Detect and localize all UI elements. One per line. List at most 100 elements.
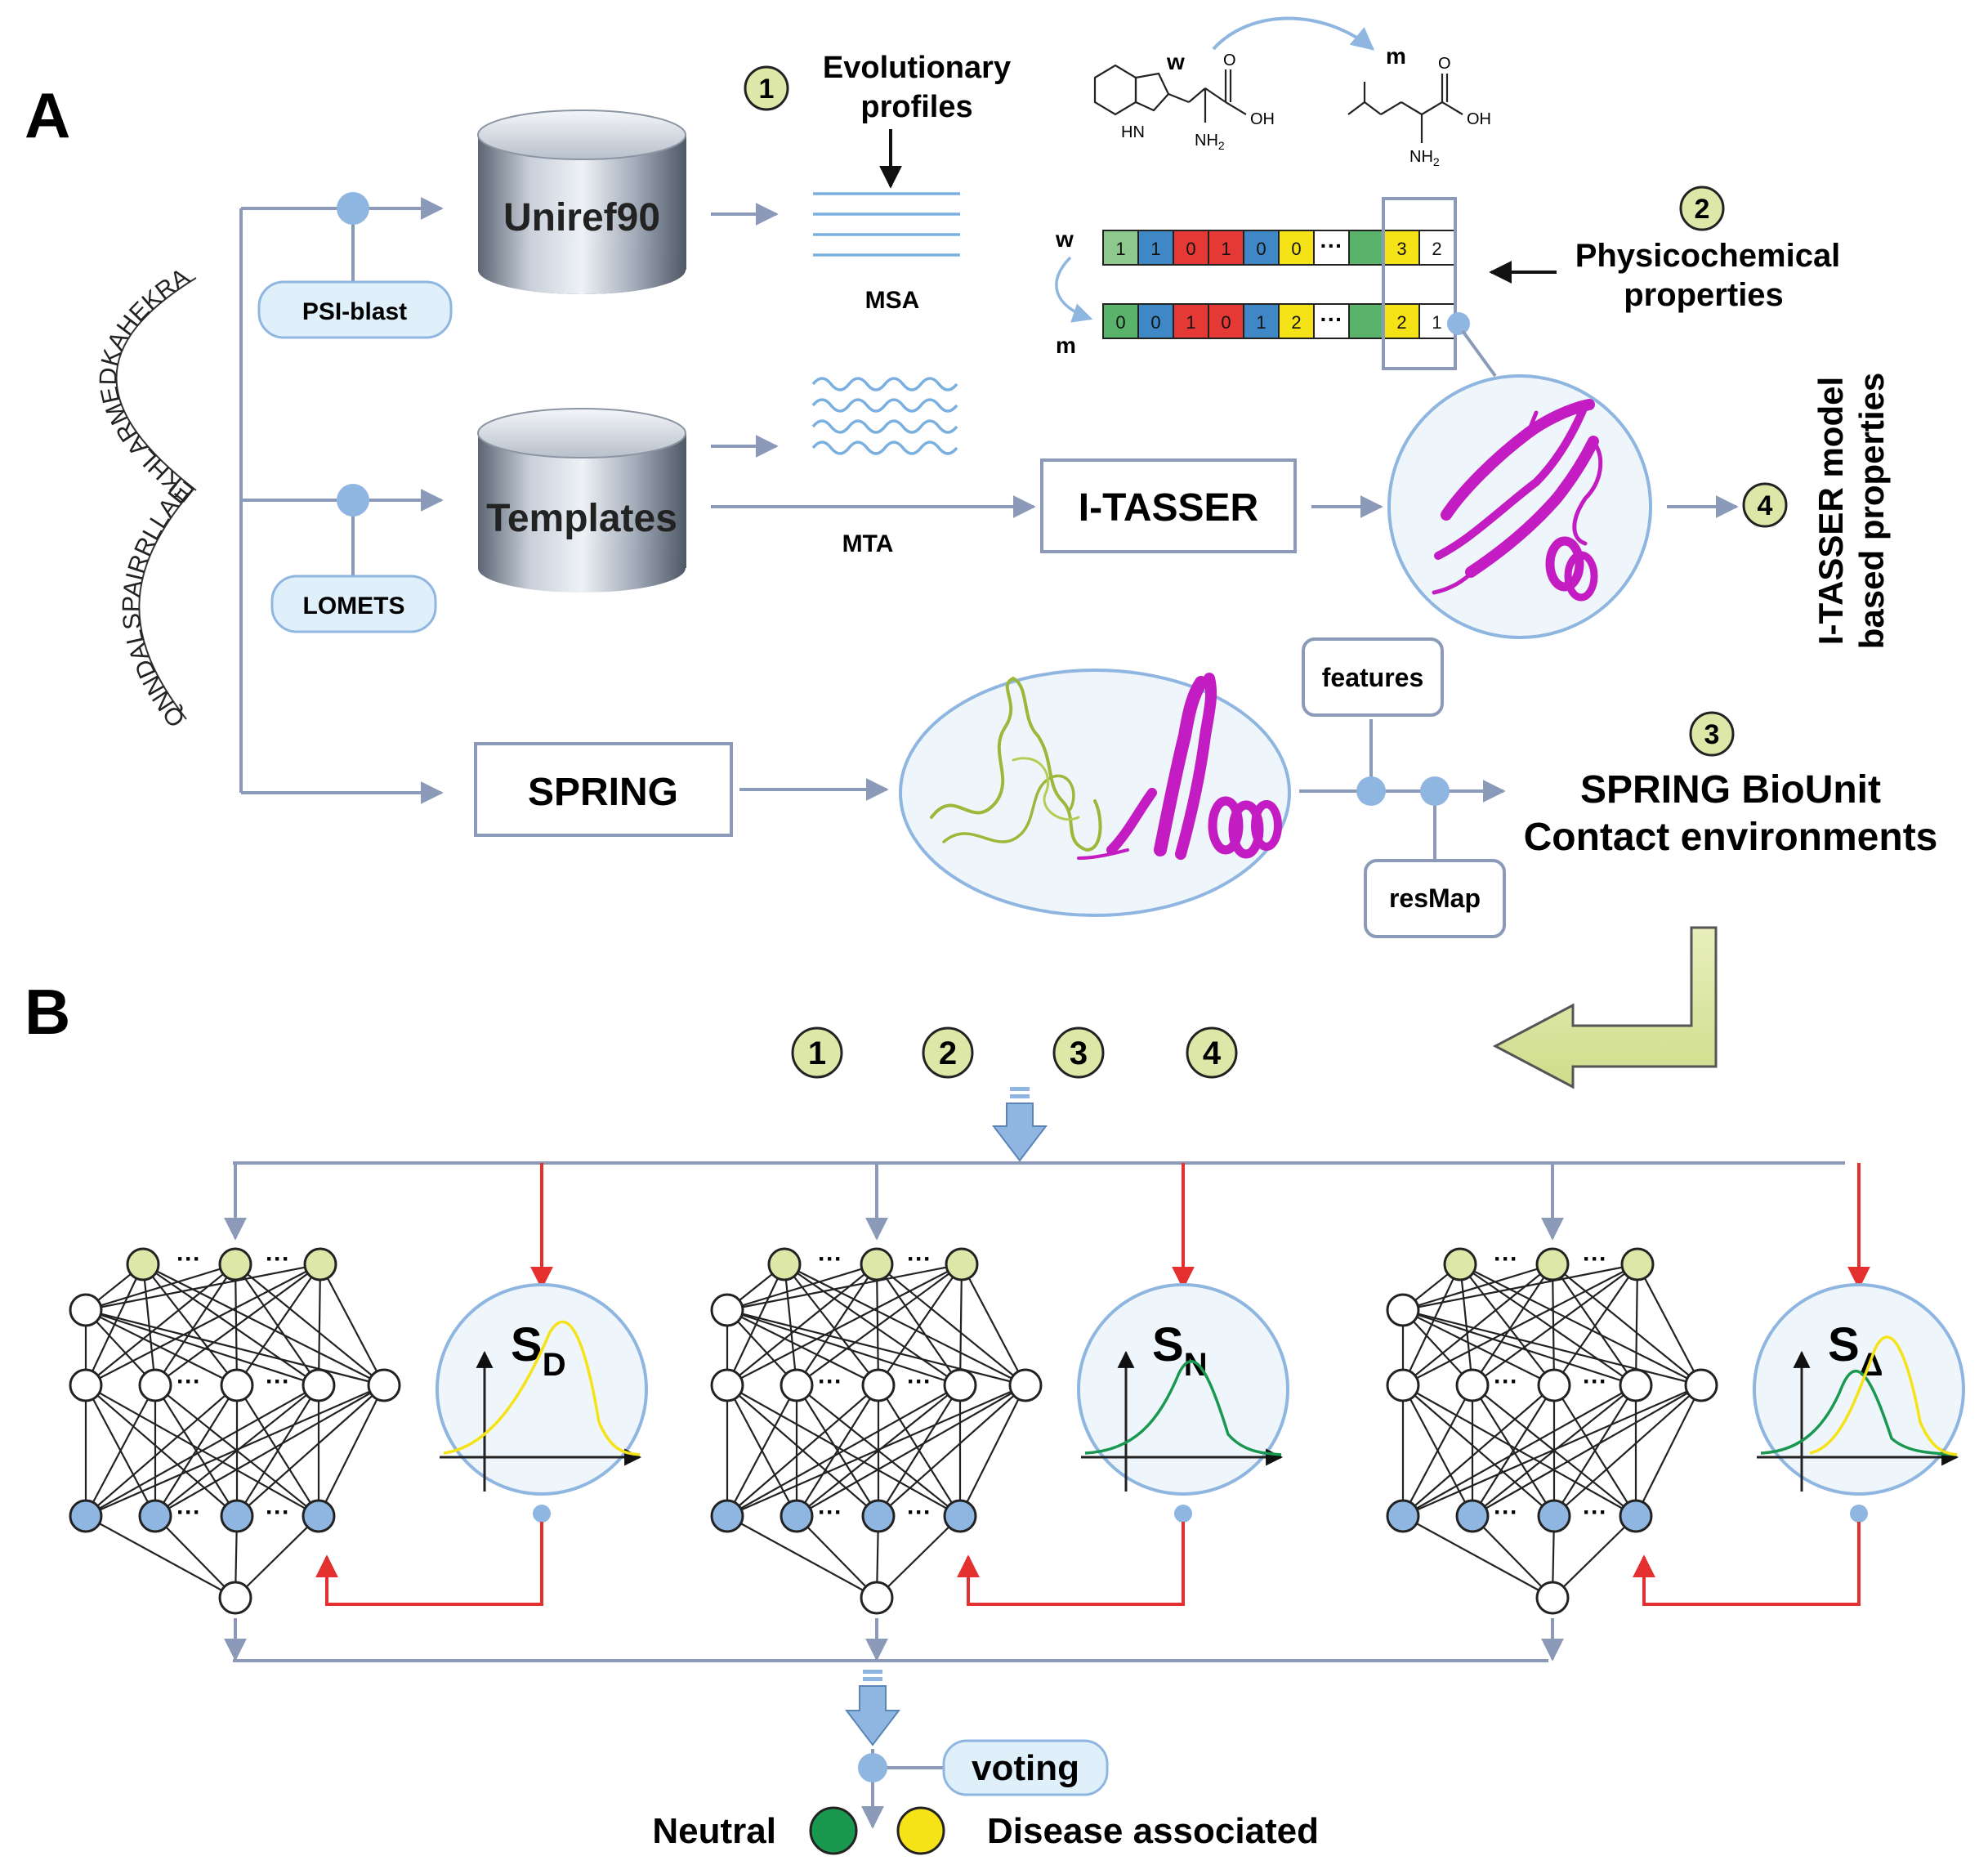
neuron-ellipsis: ··· [176, 1246, 201, 1272]
sequence-line-2: EKHLARMEDKAHEKRAS [0, 0, 199, 507]
vector-cell [1243, 303, 1280, 339]
features-label: features [1322, 663, 1424, 692]
hidden-neuron [1455, 1368, 1490, 1402]
neuron-ellipsis: ··· [907, 1246, 931, 1272]
step-3-number: 3 [1704, 719, 1720, 750]
lomets-label: LOMETS [303, 593, 405, 619]
step-1-number: 1 [759, 74, 775, 105]
templates-label: Templates [486, 497, 677, 540]
resmap-label: resMap [1389, 883, 1481, 913]
vector-cell [1102, 230, 1139, 266]
neuron-ellipsis: ··· [818, 1246, 842, 1272]
voting-label: voting [972, 1748, 1079, 1788]
neuron-ellipsis: ··· [1583, 1499, 1607, 1526]
vector-cell [1418, 230, 1455, 266]
voting-node [858, 1753, 887, 1782]
neutral-label: Neutral [652, 1811, 776, 1851]
protein-complex-icon [930, 673, 1282, 860]
templates-database-icon [477, 408, 686, 593]
features-node [1356, 776, 1386, 806]
step-1-badge [744, 65, 789, 111]
neutral-curve [1084, 1360, 1282, 1456]
vector-cell [1278, 230, 1315, 266]
vector-cell-value: 1 [1221, 239, 1231, 259]
input-neuron [126, 1247, 160, 1281]
hidden-neuron [1535, 1581, 1570, 1615]
output-neuron [1386, 1499, 1420, 1533]
vector-cell [1278, 303, 1315, 339]
panel-b-label: B [25, 976, 70, 1048]
lomets-node [337, 484, 369, 517]
neuron-ellipsis: ··· [266, 1368, 290, 1395]
score-bubble [436, 1283, 648, 1496]
step-2-badge [1679, 186, 1725, 231]
msa-label: MSA [865, 287, 920, 314]
hidden-neuron [302, 1368, 336, 1402]
m-molecule-label: m [1386, 43, 1406, 69]
hidden-neuron [710, 1368, 744, 1402]
big-return-arrow [1492, 926, 1718, 1089]
neuron-ellipsis: ··· [176, 1368, 201, 1395]
step-4-line2: based properties [1852, 373, 1891, 649]
voting-box [942, 1739, 1109, 1796]
panel-b-step-number: 3 [1070, 1035, 1088, 1071]
vector-ellipsis: ··· [1320, 306, 1343, 332]
hidden-neuron [367, 1368, 401, 1402]
flow-tree [239, 197, 444, 804]
mta-wavy-lines [811, 377, 958, 455]
score-label: SN [1152, 1318, 1208, 1383]
hidden-neuron [220, 1368, 254, 1402]
trp-oh: OH [1250, 110, 1275, 128]
neuron-ellipsis: ··· [1494, 1368, 1518, 1395]
m-vector-label: m [1056, 333, 1076, 358]
neutral-curve [1760, 1370, 1958, 1456]
vector-cell [1137, 230, 1174, 266]
step-3-badge [1689, 711, 1735, 757]
hidden-neuron [1537, 1368, 1571, 1402]
hidden-neuron [710, 1293, 744, 1327]
vector-cell-value: 2 [1396, 312, 1406, 333]
output-neuron [1537, 1499, 1571, 1533]
hidden-neuron [1386, 1293, 1420, 1327]
vector-cell [1313, 303, 1350, 339]
vector-cell-value: 3 [1396, 239, 1406, 259]
step-4-badge [1742, 482, 1788, 528]
neuron-ellipsis: ··· [1583, 1246, 1607, 1272]
spring-label: SPRING [528, 771, 678, 814]
step-2-number: 2 [1695, 194, 1710, 225]
leu-oh: OH [1467, 110, 1491, 128]
vector-cell-value: 1 [1115, 239, 1125, 259]
vector-cell-value: 1 [1256, 312, 1266, 333]
neuron-ellipsis: ··· [1494, 1246, 1518, 1272]
output-neuron [780, 1499, 814, 1533]
panel-b-step-4 [1186, 1026, 1238, 1079]
vector-cell [1313, 230, 1350, 266]
w-vector-label: w [1055, 226, 1074, 252]
hidden-neuron [943, 1368, 977, 1402]
hidden-neuron [780, 1368, 814, 1402]
vector-cell-value: 0 [1221, 312, 1231, 333]
vector-cell-value: 2 [1291, 312, 1301, 333]
disease-curve [443, 1320, 641, 1456]
vector-cell [1348, 303, 1385, 339]
panel-b-step-2 [922, 1026, 974, 1079]
features-box [1302, 637, 1444, 717]
psi-blast-box [257, 280, 453, 339]
output-neuron [943, 1499, 977, 1533]
hidden-neuron [69, 1368, 103, 1402]
score-node [1174, 1505, 1192, 1523]
vector-cell-value: 2 [1432, 239, 1441, 259]
hidden-neuron [69, 1293, 103, 1327]
uniref90-label: Uniref90 [503, 196, 660, 239]
neuron-ellipsis: ··· [907, 1499, 931, 1526]
step-1-line1: Evolutionary [823, 51, 1011, 85]
merge-arrow-bottom [844, 1670, 901, 1747]
disease-label: Disease associated [987, 1811, 1319, 1851]
spring-box [474, 742, 733, 837]
neuron-ellipsis: ··· [176, 1499, 201, 1526]
vector-cell [1208, 230, 1244, 266]
itasser-box [1040, 458, 1297, 553]
score-node [1850, 1505, 1868, 1523]
